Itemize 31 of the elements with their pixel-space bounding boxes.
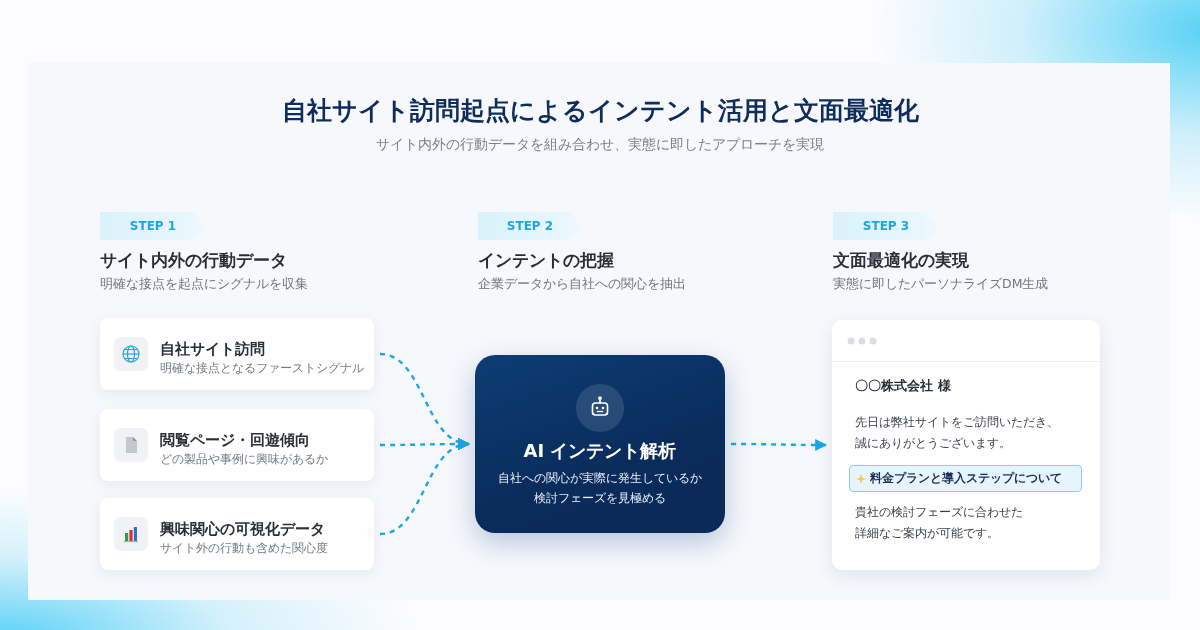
subtitle: サイト内外の行動データを組み合わせ、実態に即したアプローチを実現 [375,136,825,154]
signal-card [100,409,374,481]
message-text: 先日は弊社サイトをご訪問いただき、誠にありがとうございます。 [855,414,1060,452]
step-heading: 文面最適化の実現 [833,249,970,272]
message-preview-card [832,320,1100,570]
card-description: どの製品や事例に興味があるか [160,452,329,467]
signal-card [100,498,374,570]
step-description: 明確な接点を起点にシグナルを収集 [100,276,309,293]
panel-title: AI インテント解析 [522,439,678,463]
diagram-title: 自社サイト訪問起点によるインテント活用と文面最適化 [280,95,920,127]
card-title: 閲覧ページ・回遊傾向 [160,431,311,450]
card-description: 明確な接点となるファーストシグナル [160,361,365,376]
highlight-text: 料金プランと導入ステップについて [870,471,1062,486]
step-tag: STEP 1 [100,212,206,240]
step-tag: STEP 2 [478,212,582,240]
signal-card [100,318,374,390]
card-description: サイト外の行動も含めた関心度 [160,541,329,556]
analysis-panel [475,355,725,533]
panel-description: 自社への関心が実際に発生しているか検討フェーズを見極める [497,470,703,507]
step-description: 実態に即したパーソナライズDM生成 [833,276,1050,293]
step-description: 企業データから自社への関心を抽出 [478,276,687,293]
highlight-banner [849,465,1082,492]
recipient-name: 〇〇株式会社 様 [855,377,952,395]
message-text: 貴社の検討フェーズに合わせた詳細なご案内が可能です。 [855,504,1024,542]
dashed-arrow [379,439,471,536]
dashed-arrow [731,439,828,451]
card-title: 興味関心の可視化データ [160,520,326,539]
card-title: 自社サイト訪問 [160,340,266,359]
step-heading: サイト内外の行動データ [100,249,288,272]
step-heading: インテントの把握 [478,249,615,272]
step-tag: STEP 3 [833,212,939,240]
